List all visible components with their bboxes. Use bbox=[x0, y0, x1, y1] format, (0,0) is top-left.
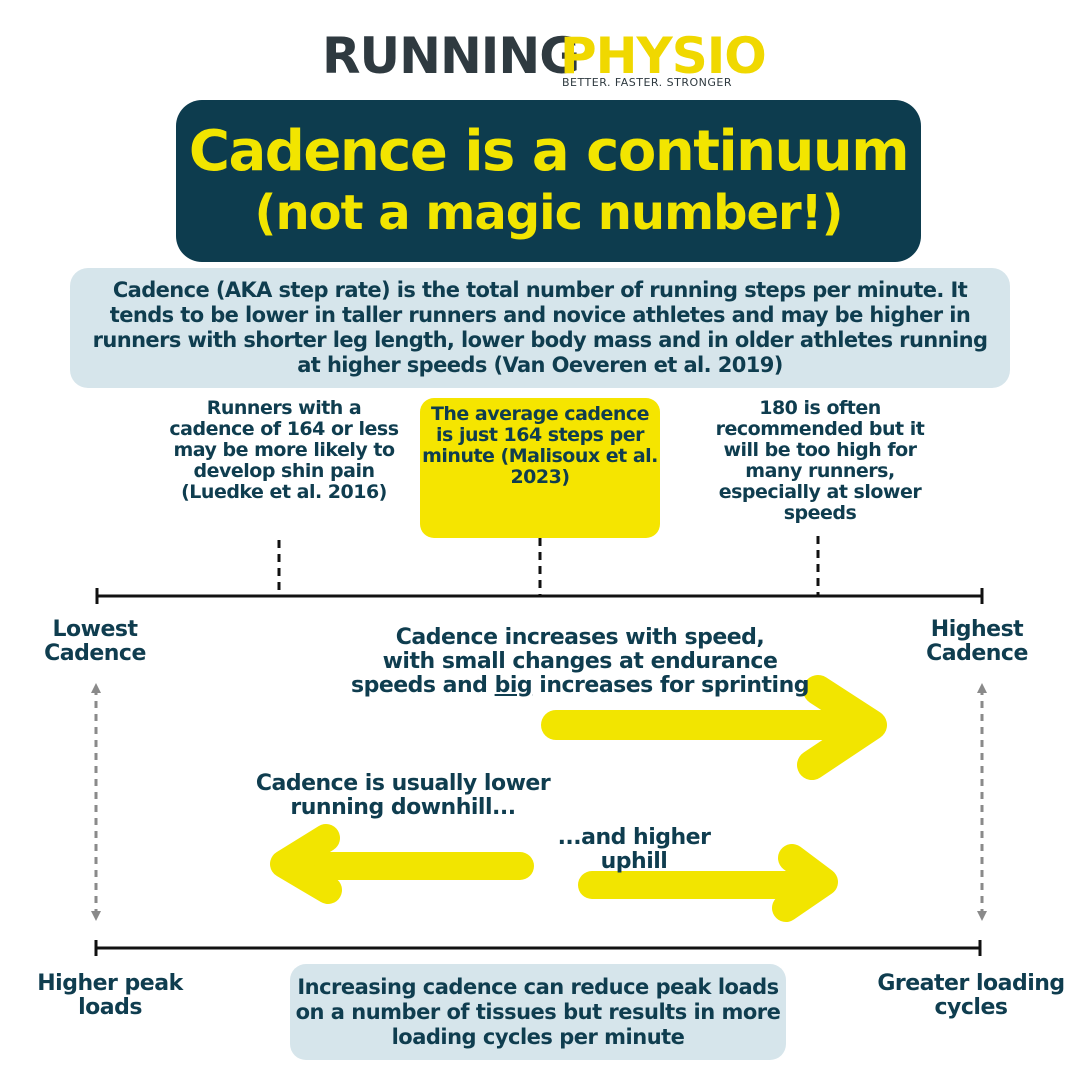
label-higher-peak-loads: Higher peak loads bbox=[37, 971, 183, 1020]
callout-average-cadence: The average cadence is just 164 steps pe… bbox=[422, 403, 658, 488]
speed-line-3-pre: speeds and bbox=[350, 673, 495, 698]
speed-arrow bbox=[541, 675, 887, 780]
speed-line-3-post: increases for sprinting bbox=[532, 673, 809, 698]
speed-line-3-emphasis: big bbox=[494, 673, 533, 698]
loads-scale-line bbox=[94, 940, 982, 956]
logo-tagline: BETTER. FASTER. STRONGER bbox=[562, 76, 733, 89]
intro-box: Cadence (AKA step rate) is the total num… bbox=[70, 268, 1010, 388]
title-line-2: (not a magic number!) bbox=[254, 185, 844, 241]
logo-running-text: RUNNING bbox=[322, 27, 580, 85]
logo-physio-text: PHYSIO bbox=[560, 27, 767, 85]
speed-line-2: with small changes at endurance bbox=[382, 649, 778, 674]
intro-text: Cadence (AKA step rate) is the total num… bbox=[92, 278, 988, 377]
label-greater-loading-cycles: Greater loading cycles bbox=[877, 971, 1065, 1020]
title-line-1: Cadence is a continuum bbox=[188, 119, 910, 184]
callout-average-highlight bbox=[420, 398, 660, 538]
uphill-arrow bbox=[578, 844, 838, 922]
uphill-explanation: ...and higher uphill bbox=[557, 825, 711, 874]
speed-line-3: speeds and big increases for sprinting bbox=[330, 674, 830, 698]
callout-180-recommendation: 180 is often recommended but it will be … bbox=[715, 397, 925, 524]
running-physio-logo: RUNNING PHYSIO BETTER. FASTER. STRONGER bbox=[322, 26, 767, 90]
bottom-summary-text: Increasing cadence can reduce peak loads… bbox=[295, 974, 781, 1049]
downhill-explanation: Cadence is usually lower running downhil… bbox=[255, 771, 551, 820]
label-highest-cadence: Highest Cadence bbox=[926, 617, 1028, 666]
bottom-summary-box: Increasing cadence can reduce peak loads… bbox=[290, 964, 786, 1060]
downhill-arrow bbox=[270, 824, 534, 904]
speed-explanation: Cadence increases with speed, with small… bbox=[330, 626, 830, 698]
label-lowest-cadence: Lowest Cadence bbox=[44, 617, 146, 666]
speed-line-1: Cadence increases with speed, bbox=[395, 625, 765, 650]
callout-shin-pain: Runners with a cadence of 164 or less ma… bbox=[169, 397, 399, 503]
title-banner: Cadence is a continuum (not a magic numb… bbox=[176, 100, 921, 262]
